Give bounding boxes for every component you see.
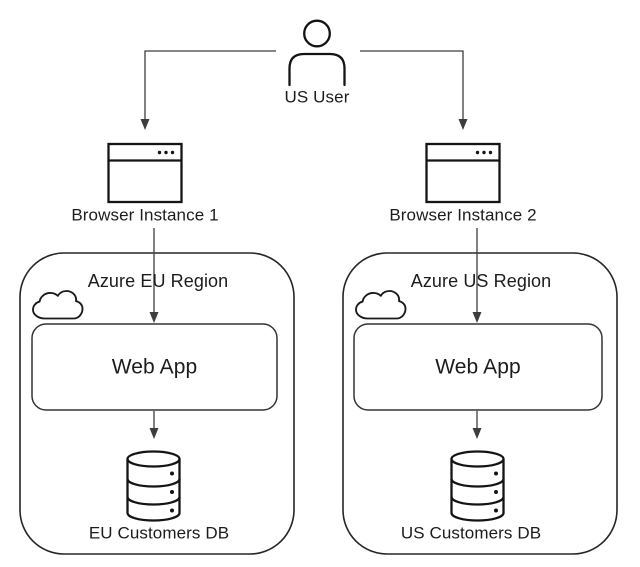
browser-window-icon-2 [425,142,501,204]
arrow-user-to-browser2 [360,50,468,130]
region-eu-label: Azure EU Region [87,271,229,292]
db-us-label: US Customers DB [400,523,542,543]
database-cylinder-icon-us [450,450,505,522]
arrow-browser2-to-webapp-us [472,228,482,323]
cloud-icon-us [355,290,407,320]
region-box-us [342,252,618,555]
browser-window-icon-1 [107,142,183,204]
person-icon [288,19,346,87]
db-eu-label: EU Customers DB [88,523,230,543]
database-cylinder-icon-eu [126,450,181,522]
browser2-label: Browser Instance 2 [389,205,537,225]
browser1-label: Browser Instance 1 [71,205,219,225]
arrow-webapp-us-to-db [472,411,482,439]
webapp-eu-label: Web App [111,355,198,379]
user-label: US User [284,87,350,107]
region-box-eu [19,252,295,555]
webapp-box-eu [31,323,278,411]
arrow-user-to-browser1 [140,50,276,130]
webapp-box-us [353,323,603,411]
arrow-webapp-eu-to-db [149,411,159,439]
cloud-icon-eu [32,290,84,320]
arrow-browser1-to-webapp-eu [149,228,159,323]
region-us-label: Azure US Region [410,271,552,292]
webapp-us-label: Web App [435,355,521,379]
